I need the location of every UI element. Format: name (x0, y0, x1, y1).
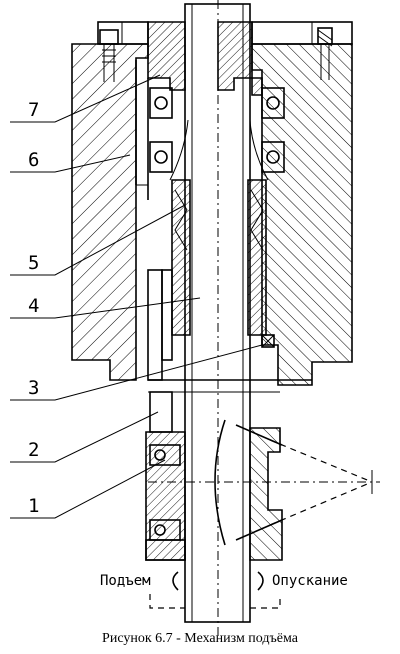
callout-1: 1 (28, 495, 39, 517)
callout-6: 6 (28, 149, 39, 171)
bearing-mid-right (261, 141, 285, 173)
leader-lines (10, 74, 263, 519)
central-shaft (184, 0, 251, 640)
figure-caption: Рисунок 6.7 - Механизм подъёма (102, 631, 299, 646)
bearing-mid-left (149, 141, 173, 173)
callout-3: 3 (28, 377, 39, 399)
direction-indicators (149, 571, 281, 609)
lower-label: Опускание (272, 573, 348, 589)
callout-5: 5 (28, 252, 39, 274)
housing (71, 21, 353, 386)
lower-drive-assembly (145, 391, 380, 561)
bearing-top-right (261, 87, 285, 119)
callout-2: 2 (28, 439, 39, 461)
raise-label: Подъем (100, 573, 151, 589)
callout-4: 4 (28, 295, 39, 317)
inner-sleeve (135, 21, 263, 200)
callout-7: 7 (28, 99, 39, 121)
bearing-top-left (149, 87, 173, 119)
